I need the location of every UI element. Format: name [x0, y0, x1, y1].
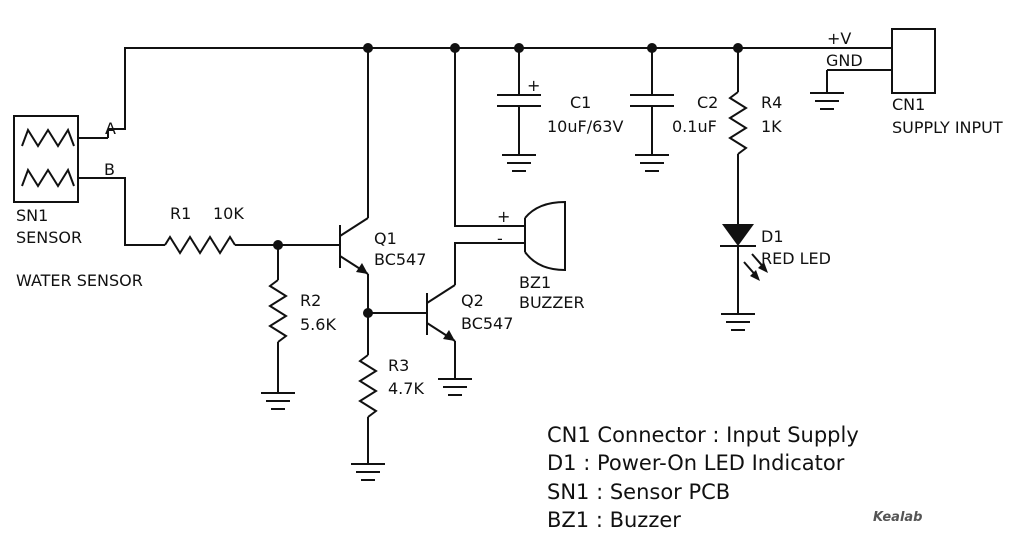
capacitor-c2	[630, 94, 674, 107]
sensor-sn1	[13, 115, 109, 203]
brand-logo: Kealab	[873, 510, 923, 525]
d1-ref-label: D1	[761, 227, 784, 246]
r3-value-label: 4.7K	[388, 379, 424, 398]
resistor-r1	[164, 235, 236, 255]
buzzer-plus-label: +	[497, 207, 510, 226]
r2-value-label: 5.6K	[300, 315, 336, 334]
q2-type-label: BC547	[461, 314, 513, 333]
c1-ref-label: C1	[570, 93, 591, 112]
cn1-connector	[891, 28, 936, 94]
transistor-q1	[339, 217, 369, 275]
r1-ref-label: R1	[170, 204, 191, 223]
c2-ref-label: C2	[697, 93, 718, 112]
buzzer-bz1	[524, 200, 566, 272]
resistor-r2	[268, 279, 288, 343]
cn1-name-label: SUPPLY INPUT	[892, 118, 1003, 137]
legend-line: D1 : Power-On LED Indicator	[547, 451, 845, 475]
c1-plus-label: +	[527, 76, 540, 95]
node-q1-rail	[363, 43, 373, 53]
supply-rail-wire	[108, 47, 892, 130]
legend-line: BZ1 : Buzzer	[547, 508, 681, 532]
bz1-name-label: BUZZER	[519, 293, 585, 312]
sensor-pin-b-label: B	[104, 160, 115, 179]
ground-symbol-r2	[261, 392, 295, 410]
r1-value-label: 10K	[213, 204, 244, 223]
water-sensor-label: WATER SENSOR	[16, 271, 143, 290]
ground-symbol-r3	[351, 463, 385, 481]
r3-ref-label: R3	[388, 356, 409, 375]
c2-value-label: 0.1uF	[672, 117, 717, 136]
node-c1-rail	[514, 43, 524, 53]
buzzer-plus-wire	[454, 48, 525, 227]
q1-ref-label: Q1	[374, 229, 397, 248]
q2-collector-wire	[454, 242, 525, 285]
sensor-pin-a-label: A	[105, 119, 116, 138]
resistor-r3	[358, 354, 378, 418]
q1-type-label: BC547	[374, 250, 426, 269]
node-r4-rail	[733, 43, 743, 53]
c1-value-label: 10uF/63V	[547, 117, 623, 136]
transistor-q2	[426, 284, 456, 342]
gnd-label: GND	[826, 51, 863, 70]
ground-symbol-c2	[635, 154, 669, 172]
q2-ref-label: Q2	[461, 291, 484, 310]
capacitor-c1	[497, 94, 541, 107]
legend-line: CN1 Connector : Input Supply	[547, 423, 859, 447]
bz1-ref-label: BZ1	[519, 273, 551, 292]
sensor-name-label: SENSOR	[16, 228, 82, 247]
r4-ref-label: R4	[761, 93, 782, 112]
d1-name-label: RED LED	[761, 249, 831, 268]
sensor-ref-label: SN1	[16, 206, 48, 225]
buzzer-minus-label: -	[497, 229, 503, 248]
pin-b-wire	[108, 177, 165, 246]
node-c2-rail	[647, 43, 657, 53]
ground-symbol-cn1	[810, 92, 844, 110]
vplus-label: +V	[827, 29, 851, 48]
resistor-r4	[728, 91, 748, 155]
ground-symbol-q2	[438, 378, 472, 396]
node-buzzer-rail	[450, 43, 460, 53]
ground-symbol-d1	[721, 313, 755, 331]
r4-value-label: 1K	[761, 117, 782, 136]
cn1-ref-label: CN1	[892, 95, 925, 114]
r2-ref-label: R2	[300, 291, 321, 310]
legend-line: SN1 : Sensor PCB	[547, 480, 730, 504]
ground-symbol-c1	[502, 154, 536, 172]
